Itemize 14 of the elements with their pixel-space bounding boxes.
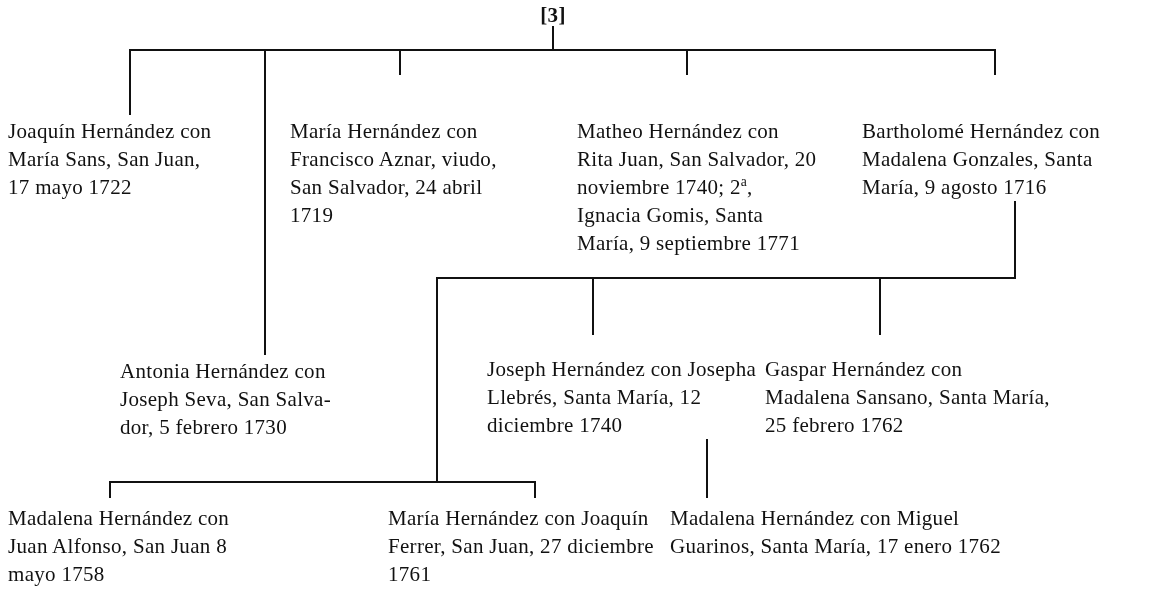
tree-connector bbox=[436, 200, 1016, 499]
family-entry: Antonia Hernández con Joseph Seva, San Salva-dor, 5 febrero 1730 bbox=[120, 355, 352, 441]
family-entry: Gaspar Hernández con Madalena Sansano, Santa María, 25 febrero 1762 bbox=[765, 335, 1050, 439]
family-entry: Bartholomé Hernández con Madalena Gonzales, Santa María, 9 agosto 1716 bbox=[862, 75, 1114, 201]
family-entry: Matheo Hernández con Rita Juan, San Salvador, 20 noviembre 1740; 2$^{a}$, Ignacia Gomis, Santa María, 9 septiembre 1771 bbox=[577, 75, 817, 257]
family-entry: Madalena Hernández con Juan Alfonso, San Juan 8 mayo 1758 bbox=[8, 498, 268, 588]
family-entry: Madalena Hernández con Miguel Guarinos, Santa María, 17 enero 1762 bbox=[670, 498, 1030, 560]
tree-connector bbox=[706, 438, 708, 499]
family-entry: María Hernández con Joaquín Ferrer, San Juan, 27 diciembre 1761 bbox=[388, 498, 663, 588]
family-entry: Joaquín Hernández con María Sans, San Juan, 17 mayo 1722 bbox=[8, 115, 223, 201]
tree-root-marker: [3] bbox=[535, 4, 571, 26]
tree-connector bbox=[264, 25, 554, 356]
family-entry: Joseph Hernández con Josepha Llebrés, Santa María, 12 diciembre 1740 bbox=[487, 335, 759, 439]
family-entry: María Hernández con Francisco Aznar, viudo, San Salvador, 24 abril 1719 bbox=[290, 75, 530, 229]
